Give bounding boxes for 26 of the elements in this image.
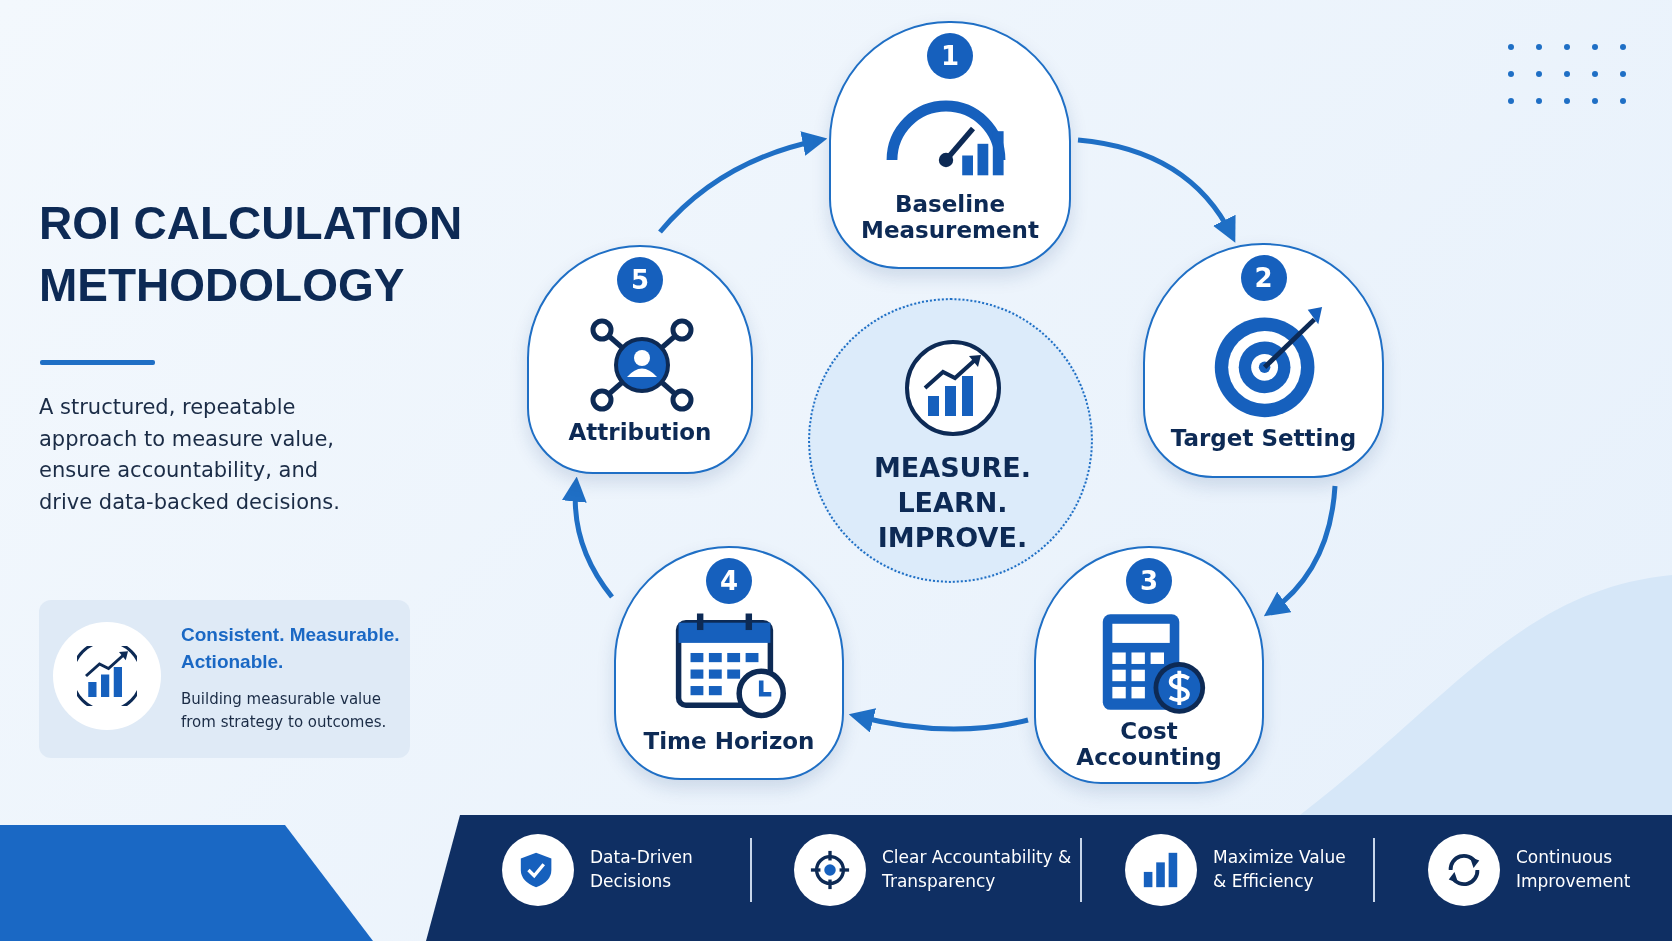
arrow (1077, 137, 1236, 243)
title: ROI CALCULATION METHODOLOGY (39, 196, 464, 314)
description-text: A structured, repeatable approach to measure value, ensure accountability, and drive data-backed decisions. (39, 394, 341, 516)
arrow (848, 707, 1029, 733)
step-card (1034, 546, 1264, 784)
step-label: Attribution (567, 419, 713, 446)
step-label: Time Horizon (642, 728, 816, 755)
step-label: Target Setting (1169, 425, 1358, 452)
number-badge: 5 (617, 257, 663, 303)
number-badge: 2 (1240, 255, 1287, 301)
benefit-text: Maximize Value & Efficiency (1213, 846, 1347, 893)
card-heading: Consistent. Measurable. Actionable. (181, 623, 401, 674)
step-label: Baseline Measurement (860, 191, 1040, 244)
number-badge: 4 (706, 558, 752, 604)
benefit-text: Clear Accountability & Transparency (882, 846, 1072, 893)
arrow (1264, 485, 1338, 617)
benefit-text: Data-Driven Decisions (590, 846, 694, 893)
info-card (39, 600, 410, 758)
arrow (562, 476, 614, 599)
center-motto: MEASURE. LEARN. IMPROVE. (872, 451, 1033, 556)
number-badge: 3 (1126, 558, 1172, 604)
card-text: Building measurable value from strategy to outcomes. (181, 689, 388, 733)
number-badge: 1 (927, 33, 973, 79)
step-label: Cost Accounting (1075, 718, 1223, 771)
arrow (658, 131, 828, 234)
benefit-text: Continuous Improvement (1516, 846, 1632, 893)
